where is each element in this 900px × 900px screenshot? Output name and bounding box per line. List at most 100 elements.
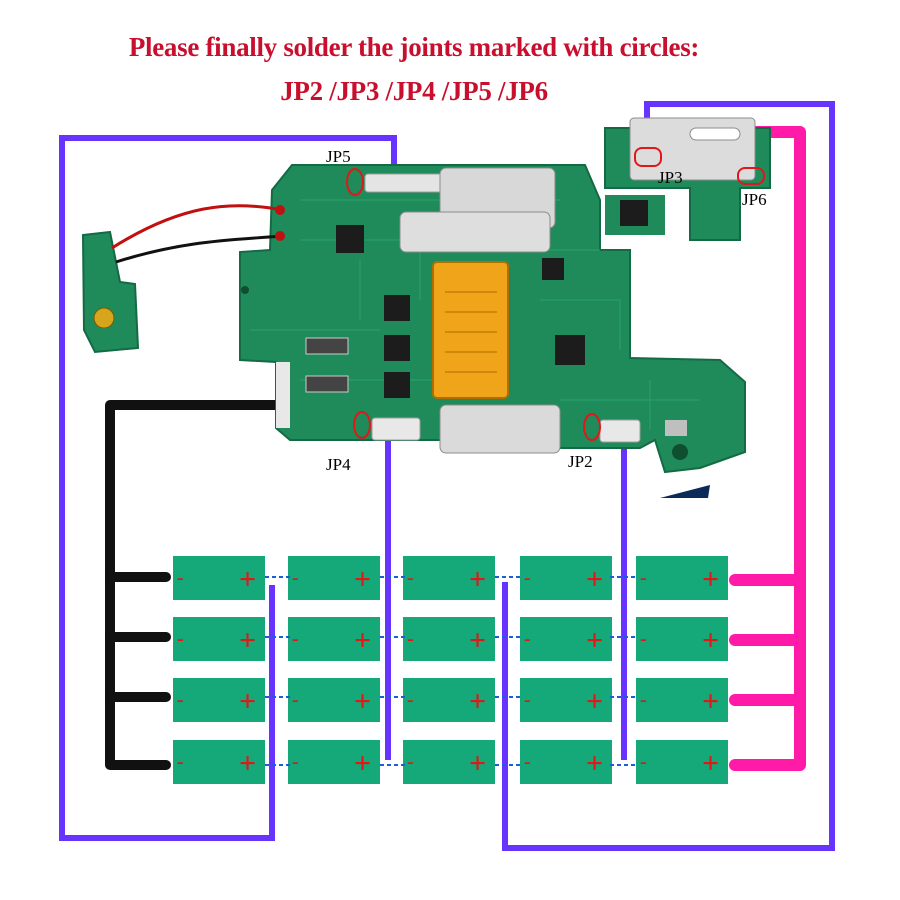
label-jp4: JP4 [326,455,351,474]
cell-negative-sign: - [524,751,531,773]
cell-positive-sign: + [586,747,603,780]
cell-positive-sign: + [702,685,719,718]
cell-body [403,740,495,784]
cell-positive-sign: + [469,624,486,657]
cell-negative-sign: - [177,628,184,650]
label-jp5: JP5 [326,147,351,166]
cell-positive-sign: + [239,747,256,780]
cell-positive-sign: + [354,747,371,780]
battery-cell: -+ [288,617,380,661]
cell-positive-sign: + [702,747,719,780]
battery-cells: -+-+-+-+-+-+-+-+-+-+-+-+-+-+-+-+-+-+-+-+ [173,556,728,784]
cell-negative-sign: - [524,567,531,589]
wire-jp5 [59,135,397,841]
cell-negative-sign: - [524,689,531,711]
black-wire [105,400,295,770]
cell-positive-sign: + [702,624,719,657]
battery-cell: -+ [288,556,380,600]
cell-negative-sign: - [640,567,647,589]
battery-cell: -+ [520,556,612,600]
jp6-marker [737,167,765,185]
battery-cell: -+ [636,556,728,600]
battery-cell: -+ [288,740,380,784]
switch-board [81,204,285,354]
battery-cell: -+ [520,617,612,661]
cell-positive-sign: + [469,563,486,596]
cell-body [520,740,612,784]
cell-positive-sign: + [354,685,371,718]
cell-body [520,678,612,722]
cell-negative-sign: - [177,689,184,711]
cell-positive-sign: + [239,624,256,657]
jp2-marker [583,413,601,441]
battery-cell: -+ [403,740,495,784]
cell-body [636,740,728,784]
battery-cell: -+ [403,556,495,600]
cell-body [520,556,612,600]
cell-links [265,576,635,766]
cell-negative-sign: - [640,751,647,773]
battery-cell: -+ [520,678,612,722]
cell-negative-sign: - [407,567,414,589]
cell-negative-sign: - [407,689,414,711]
cell-body [288,740,380,784]
cell-body [288,556,380,600]
cell-body [173,617,265,661]
battery-cell: -+ [636,740,728,784]
cell-negative-sign: - [177,751,184,773]
cell-positive-sign: + [702,563,719,596]
battery-cell: -+ [288,678,380,722]
cell-body [403,678,495,722]
cell-positive-sign: + [239,685,256,718]
cell-body [173,740,265,784]
cell-negative-sign: - [292,567,299,589]
jp5-marker [346,168,364,196]
pcb-tab [660,485,710,498]
cell-body [403,617,495,661]
cell-negative-sign: - [640,689,647,711]
label-jp6: JP6 [742,190,767,209]
cell-body [173,556,265,600]
blue-wires [59,101,835,851]
cell-negative-sign: - [292,751,299,773]
battery-cell: -+ [636,617,728,661]
jp3-marker [634,147,662,167]
cell-negative-sign: - [407,628,414,650]
battery-cell: -+ [403,678,495,722]
cell-positive-sign: + [586,563,603,596]
cell-positive-sign: + [239,563,256,596]
jumper-list-title: JP2 /JP3 /JP4 /JP5 /JP6 [280,76,548,106]
battery-cell: -+ [173,556,265,600]
cell-positive-sign: + [354,624,371,657]
terminal-board [604,117,771,241]
instruction-title: Please finally solder the joints marked … [128,32,700,62]
cell-negative-sign: - [407,751,414,773]
label-jp2: JP2 [568,452,593,471]
cell-negative-sign: - [177,567,184,589]
battery-cell: -+ [636,678,728,722]
wire-jp3 [502,101,835,851]
cell-negative-sign: - [640,628,647,650]
cell-body [403,556,495,600]
cell-body [173,678,265,722]
cell-body [636,556,728,600]
battery-cell: -+ [403,617,495,661]
jumper-markers [346,147,765,441]
jumper-labels: JP5 JP4 JP2 JP3 JP6 [326,147,767,474]
battery-cell: -+ [173,740,265,784]
battery-cell: -+ [173,617,265,661]
cell-negative-sign: - [292,689,299,711]
cell-positive-sign: + [586,624,603,657]
cell-positive-sign: + [354,563,371,596]
cell-positive-sign: + [469,747,486,780]
battery-cell: -+ [173,678,265,722]
cell-body [288,678,380,722]
battery-cell: -+ [520,740,612,784]
cell-body [288,617,380,661]
cell-negative-sign: - [292,628,299,650]
cell-body [636,617,728,661]
bms-pcb [239,164,746,474]
cell-body [520,617,612,661]
